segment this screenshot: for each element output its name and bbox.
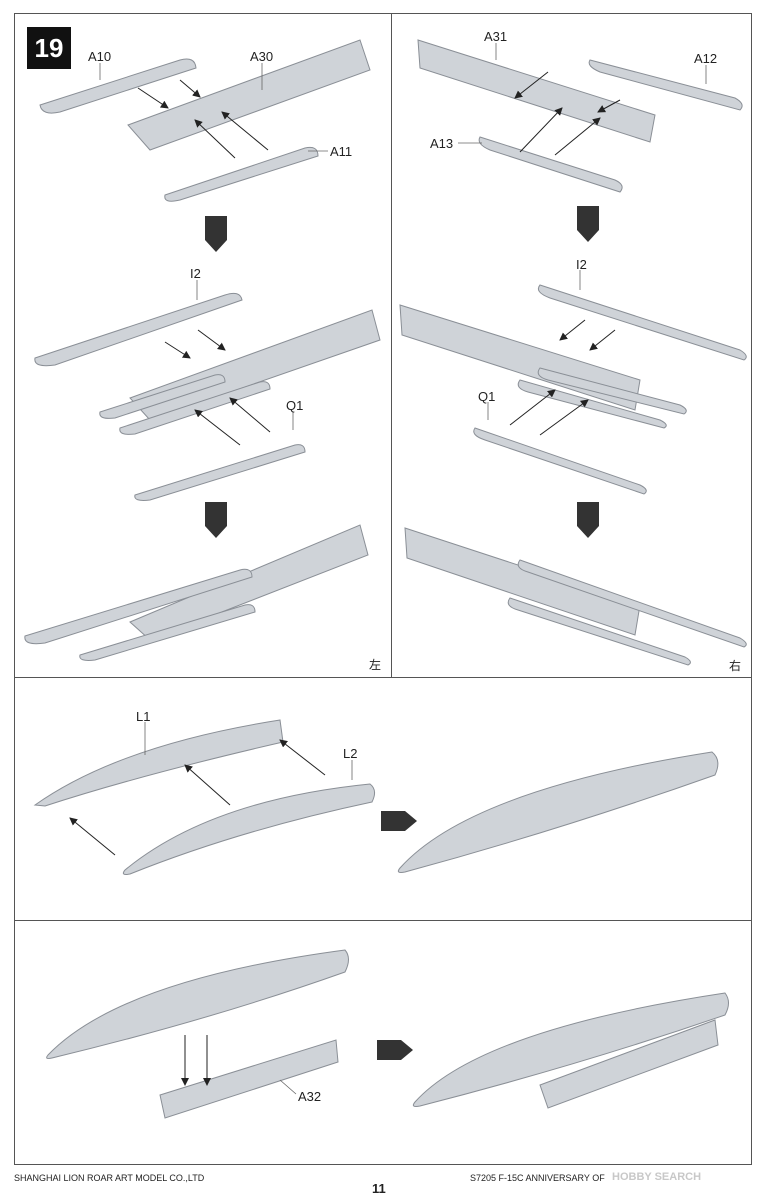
- section-divider-1: [14, 677, 752, 678]
- pylon-a32: [159, 1039, 339, 1119]
- down-arrow-icon: [205, 216, 227, 252]
- page-frame: [14, 13, 752, 1165]
- pylon-a30: [127, 39, 371, 151]
- part-label-a10: A10: [88, 49, 112, 64]
- section-divider-2: [14, 920, 752, 921]
- footer-product: S7205 F-15C ANNIVERSARY OF: [470, 1173, 605, 1183]
- pylon-left-3: [129, 524, 369, 641]
- watermark: HOBBY SEARCH: [612, 1171, 702, 1183]
- rail-left-2: [99, 374, 226, 419]
- part-label-a12: A12: [694, 51, 718, 66]
- part-label-q1-left: Q1: [286, 398, 304, 413]
- tank-assembled-bottom: [412, 992, 729, 1107]
- tank-bottom-left: [46, 949, 349, 1060]
- rail-a10: [39, 58, 197, 114]
- rail-a11: [164, 146, 319, 202]
- missile-i2-right: [537, 284, 747, 361]
- missile-i2-left: [34, 292, 243, 367]
- part-label-a13: A13: [430, 136, 454, 151]
- page-number: 11: [372, 1181, 386, 1196]
- rail-a12: [588, 59, 743, 111]
- pylon-left-2: [129, 309, 381, 421]
- part-label-a30: A30: [250, 49, 274, 64]
- step-number: 19: [27, 27, 71, 69]
- part-label-q1-right: Q1: [478, 389, 496, 404]
- missile-left-3a: [24, 568, 253, 645]
- part-label-l2: L2: [343, 746, 358, 761]
- missile-right-3b: [507, 597, 691, 666]
- footer-company: SHANGHAI LION ROAR ART MODEL CO.,LTD: [14, 1173, 205, 1183]
- part-label-a31: A31: [484, 29, 508, 44]
- pylon-a31: [417, 39, 656, 143]
- right-arrow-icon: [377, 1040, 413, 1060]
- side-label-right: 右: [729, 659, 742, 673]
- part-label-a11: A11: [330, 144, 353, 159]
- vertical-divider: [391, 13, 392, 677]
- rail-a13: [478, 136, 623, 193]
- down-arrow-icon: [577, 206, 599, 242]
- side-label-left: 左: [369, 658, 382, 672]
- down-arrow-icon: [205, 502, 227, 538]
- part-label-i2-right: I2: [576, 257, 587, 272]
- down-arrow-icon: [577, 502, 599, 538]
- missile-q1-right: [473, 427, 647, 495]
- tank-assembled-mid: [397, 751, 719, 873]
- tank-half-l2: [122, 783, 376, 875]
- pylon-right-3: [404, 527, 641, 636]
- tank-half-l1: [33, 719, 284, 807]
- right-arrow-icon: [381, 811, 417, 831]
- part-label-i2-left: I2: [190, 266, 201, 281]
- missile-q1-left: [134, 444, 306, 501]
- missile-right-3a: [517, 559, 747, 648]
- missile-left-3b: [79, 604, 256, 661]
- part-label-a32: A32: [298, 1089, 322, 1104]
- part-label-l1: L1: [136, 709, 151, 724]
